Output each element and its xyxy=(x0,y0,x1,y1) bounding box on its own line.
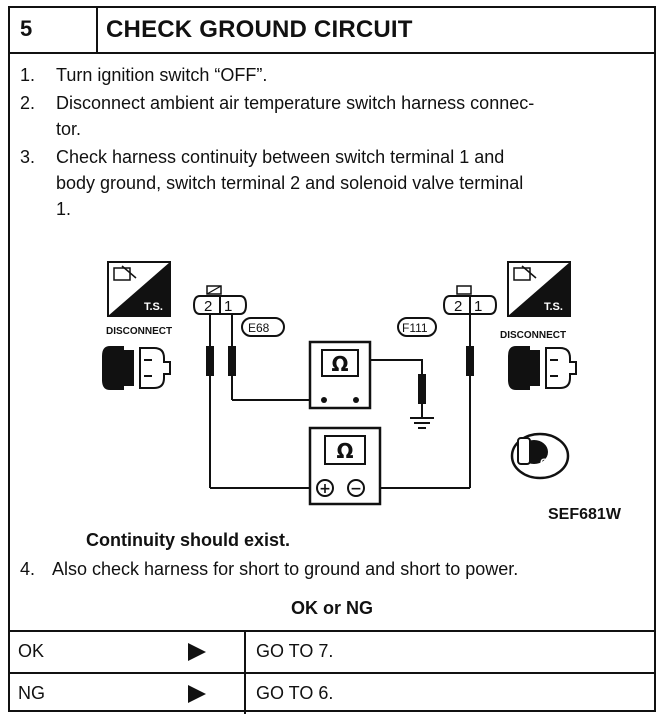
connector-id-right: F111 xyxy=(402,321,428,335)
connector-left: 2 1 E68 xyxy=(192,285,285,337)
step-number: 5 xyxy=(20,16,33,41)
row-divider xyxy=(244,674,246,714)
ohmmeter-lower: Ω + − xyxy=(308,426,382,506)
pin-1-left: 1 xyxy=(224,298,232,315)
plus-terminal-label: + xyxy=(319,481,331,497)
step-header: 5 CHECK GROUND CIRCUIT xyxy=(10,8,654,54)
ignition-key-off-icon: OFF xyxy=(510,432,570,480)
ts-icon-right: T.S. xyxy=(507,261,571,317)
pin-2-right: 2 xyxy=(454,298,462,315)
connector-id-left: E68 xyxy=(248,321,270,335)
ok-ng-header: OK or NG xyxy=(290,598,373,618)
test-probes xyxy=(206,346,474,404)
row-divider xyxy=(244,632,246,672)
arrow-right-icon xyxy=(188,643,206,661)
disconnect-label-left: DISCONNECT xyxy=(106,326,172,337)
pin-2-left: 2 xyxy=(204,298,212,315)
connector-right: 2 1 F111 xyxy=(397,285,498,337)
instruction-text: 1. xyxy=(56,199,72,219)
instruction-number: 4. xyxy=(20,559,36,579)
arrow-right-icon xyxy=(188,685,206,703)
minus-terminal-label: − xyxy=(350,481,362,497)
pin-1-right: 1 xyxy=(474,298,482,315)
check-procedure-sheet: 5 CHECK GROUND CIRCUIT 1. Turn ignition … xyxy=(8,6,656,714)
header-divider xyxy=(96,8,98,52)
result-label: NG xyxy=(18,683,45,703)
ts-icon-left: T.S. xyxy=(107,261,171,317)
result-label: OK xyxy=(18,641,45,661)
disconnect-connector-icon-right xyxy=(508,346,577,390)
result-row-ok: OK GO TO 7. xyxy=(10,630,654,672)
figure-code: SEF681W xyxy=(548,506,621,523)
wiring-diagram: T.S. DISCONNECT 2 1 E68 2 1 xyxy=(102,261,577,506)
instruction-number: 3. xyxy=(20,147,36,167)
ohmmeter-upper: Ω xyxy=(308,340,372,410)
ohm-symbol: Ω xyxy=(336,439,353,463)
ground-symbol-icon xyxy=(410,417,434,429)
instruction-text: Disconnect ambient air temperature switc… xyxy=(56,93,535,113)
ts-label: T.S. xyxy=(544,301,563,313)
instruction-text: tor. xyxy=(56,119,82,139)
instruction-text: body ground, switch terminal 2 and solen… xyxy=(56,173,524,193)
instruction-text: Also check harness for short to ground a… xyxy=(52,559,519,579)
instruction-text: Check harness continuity between switch … xyxy=(56,147,505,167)
continuity-note: Continuity should exist. xyxy=(86,530,291,550)
ohm-symbol: Ω xyxy=(331,352,348,376)
ts-label: T.S. xyxy=(144,301,163,313)
result-action: GO TO 7. xyxy=(256,641,334,661)
off-label: OFF xyxy=(540,457,562,469)
instruction-number: 2. xyxy=(20,93,36,113)
instruction-text: Turn ignition switch “OFF”. xyxy=(56,65,268,85)
result-row-ng: NG GO TO 6. xyxy=(10,672,654,714)
disconnect-label-right: DISCONNECT xyxy=(500,330,566,341)
disconnect-connector-icon-left xyxy=(102,346,171,390)
instruction-number: 1. xyxy=(20,65,36,85)
result-action: GO TO 6. xyxy=(256,683,334,703)
step-title: CHECK GROUND CIRCUIT xyxy=(106,16,413,43)
